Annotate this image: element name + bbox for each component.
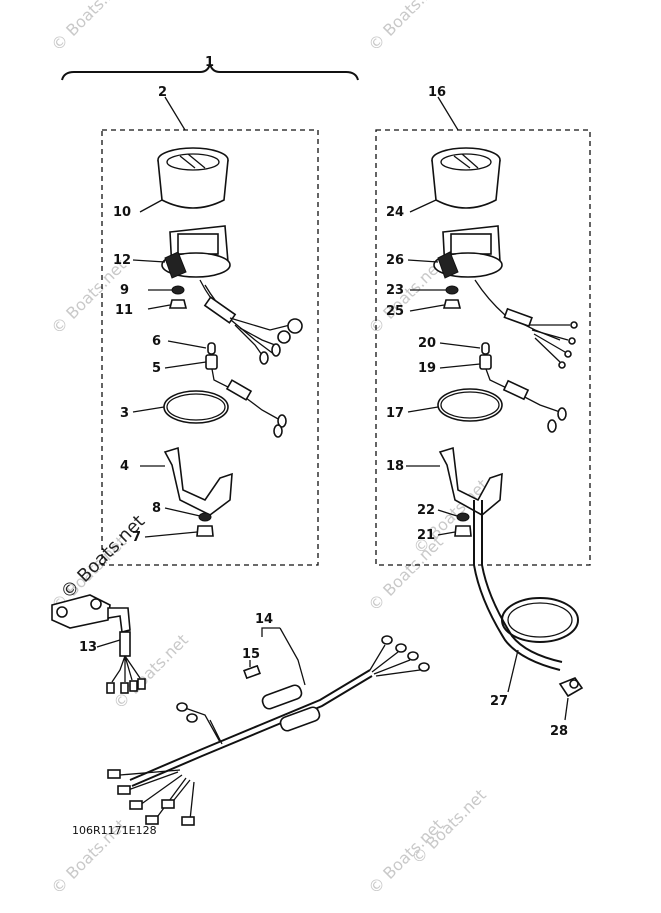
callout: 19 <box>418 361 436 376</box>
callout: 4 <box>120 459 129 474</box>
callout: 28 <box>550 724 568 739</box>
watermark: © Boats.net <box>57 511 149 603</box>
callout: 16 <box>428 85 446 100</box>
callout: 8 <box>152 501 161 516</box>
callout: 25 <box>386 304 404 319</box>
callout: 17 <box>386 406 404 421</box>
callout: 10 <box>113 205 131 220</box>
callout: 7 <box>132 530 141 545</box>
washer-nut-part <box>147 285 188 310</box>
tube-part <box>473 500 579 693</box>
callout: 14 <box>255 612 273 627</box>
gauge-body-right-part <box>407 225 578 369</box>
callout: 1 <box>205 55 214 70</box>
callout: 6 <box>152 334 161 349</box>
assembly-brace <box>61 63 359 81</box>
gauge-body-part <box>132 225 303 365</box>
callout: 13 <box>79 640 97 655</box>
callout: 22 <box>417 503 435 518</box>
watermark-layer: © Boats.net © Boats.net © Boats.net © Bo… <box>47 0 491 898</box>
bracket-right-part <box>406 446 503 516</box>
callout: 26 <box>386 253 404 268</box>
callout: 18 <box>386 459 404 474</box>
watermark: © Boats.net <box>364 0 446 55</box>
callout: 27 <box>490 694 508 709</box>
o-ring-part <box>132 390 229 424</box>
bracket-nut-right-part <box>437 509 472 537</box>
washer-nut-right-part <box>409 285 462 312</box>
callout: 3 <box>120 406 129 421</box>
lens-cover-part <box>139 147 229 213</box>
switch-part <box>51 594 146 694</box>
lens-cover-right-part <box>409 147 501 213</box>
bulb-socket-part <box>164 340 287 438</box>
watermark: © Boats.net <box>47 0 129 55</box>
watermark: © Boats.net <box>407 785 489 867</box>
o-ring-right-part <box>407 388 503 422</box>
bracket-part <box>140 446 233 516</box>
callout: 9 <box>120 283 129 298</box>
callout: 12 <box>113 253 131 268</box>
callout: 15 <box>242 647 260 662</box>
bracket-nut-part <box>144 507 214 538</box>
callout: 11 <box>115 303 133 318</box>
callout: 2 <box>158 85 167 100</box>
callout: 20 <box>418 336 436 351</box>
callout: 23 <box>386 283 404 298</box>
assembly-box-left <box>101 129 319 566</box>
bulb-socket-right-part <box>439 342 567 433</box>
connector-part <box>243 660 261 680</box>
drawing-code: 106R1171E128 <box>72 824 157 837</box>
callout-labels: 1 2 16 10 12 9 11 6 5 3 4 8 7 24 26 23 2… <box>79 55 568 739</box>
callout: 21 <box>417 528 435 543</box>
callout: 24 <box>386 205 404 220</box>
clamp-part <box>558 677 584 721</box>
wire-harness-part <box>107 627 430 826</box>
callout: 5 <box>152 361 161 376</box>
